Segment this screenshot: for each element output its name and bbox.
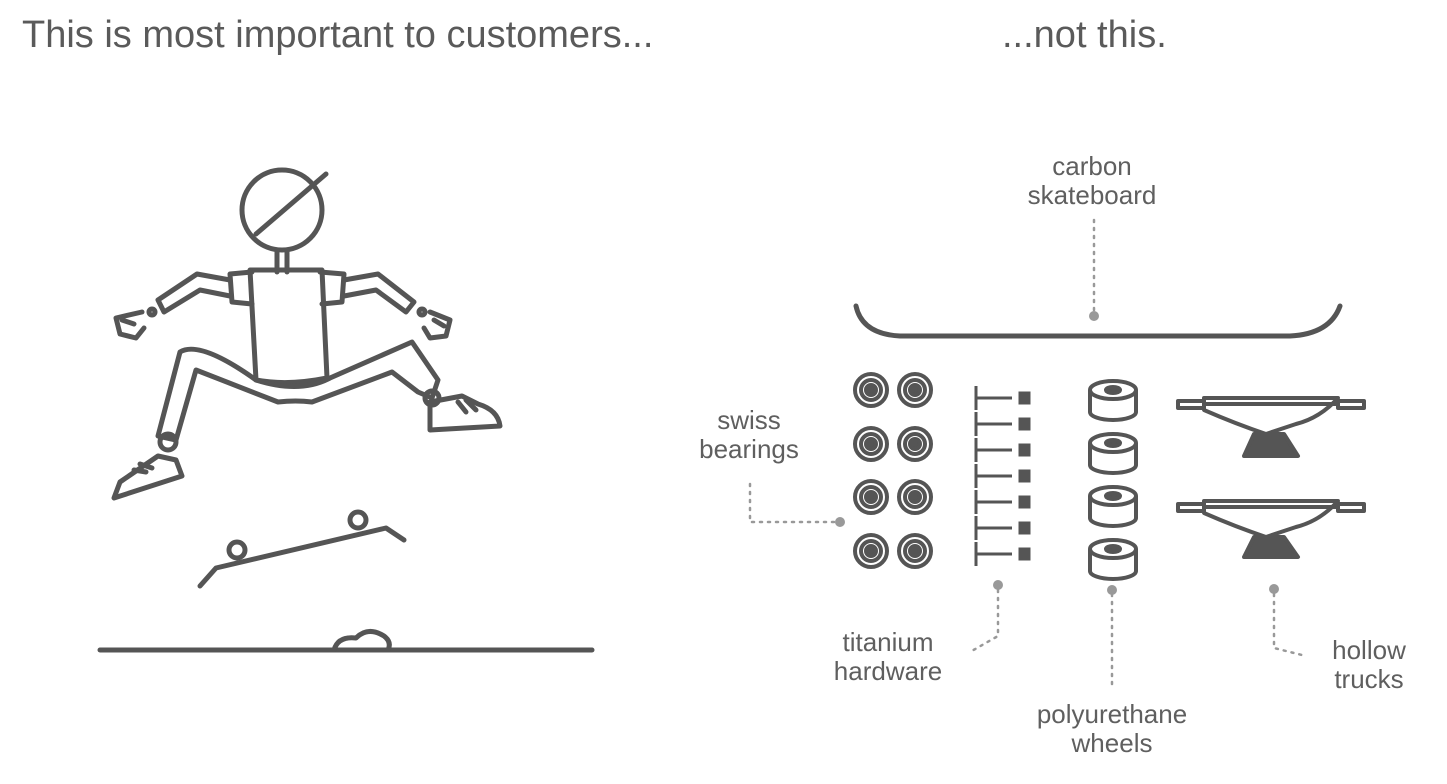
skater-head	[239, 167, 325, 253]
deck-label-line-2: skateboard	[1027, 180, 1157, 210]
left-heading: This is most important to customers...	[22, 14, 654, 56]
bearings-dot	[835, 517, 845, 527]
trucks-icon	[1176, 396, 1366, 559]
deck-label-line-1: carbon	[1052, 151, 1132, 181]
skater-torso	[247, 267, 330, 386]
trucks-label-line-2: trucks	[1334, 664, 1404, 694]
trucks-label: hollow trucks	[1314, 636, 1424, 694]
wheels-label-line-1: polyurethane	[1036, 699, 1188, 729]
trucks-leader-line	[1272, 592, 1308, 658]
skater-illustration	[97, 167, 595, 653]
flipping-skateboard	[197, 525, 407, 589]
hardware-label-line-2: hardware	[833, 656, 943, 686]
wheels-label-line-2: wheels	[1071, 728, 1153, 758]
bearings-icon	[853, 372, 933, 569]
rock	[331, 629, 392, 653]
wheels-icon	[1088, 379, 1138, 581]
skater-pants	[155, 339, 441, 443]
trucks-dot	[1269, 584, 1279, 594]
right-heading: ...not this.	[1002, 14, 1167, 56]
hardware-label-line-1: titanium	[842, 627, 934, 657]
hardware-icon	[974, 386, 1031, 566]
bearings-label-line-2: bearings	[699, 434, 799, 464]
hardware-dot	[993, 580, 1003, 590]
wheels-dot	[1107, 585, 1117, 595]
bearings-leader-line	[748, 482, 836, 524]
bearings-label: swiss bearings	[684, 406, 814, 464]
bearings-label-line-1: swiss	[717, 405, 781, 435]
wheels-label: polyurethane wheels	[1022, 700, 1202, 758]
deck-label: carbon skateboard	[1012, 152, 1172, 210]
right-hand	[421, 309, 453, 341]
deck-icon	[853, 303, 1343, 339]
hardware-leader-line	[968, 588, 1000, 654]
deck-dot	[1089, 311, 1099, 321]
trucks-label-line-1: hollow	[1332, 635, 1406, 665]
left-hand	[113, 309, 147, 341]
right-shoe	[427, 393, 503, 433]
hardware-label: titanium hardware	[818, 628, 958, 686]
left-shoe	[111, 453, 185, 501]
cap-brim	[253, 171, 329, 237]
